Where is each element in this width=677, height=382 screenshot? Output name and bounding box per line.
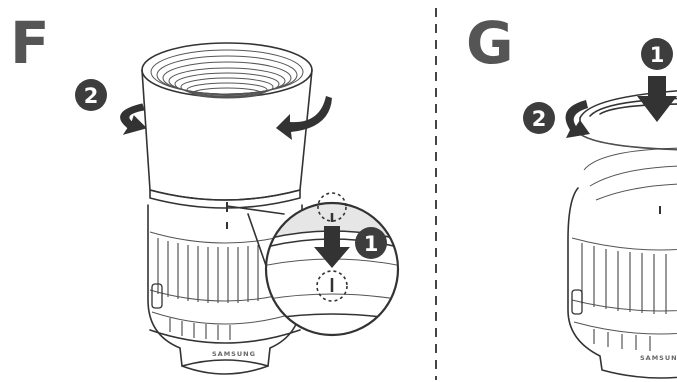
rotate-arrow-left (120, 103, 147, 135)
rotate-arrow-right (276, 96, 332, 140)
focus-ring-grip (157, 238, 259, 303)
svg-text:1: 1 (650, 43, 665, 67)
af-switch (151, 283, 163, 309)
svg-text:1: 1 (364, 232, 379, 256)
panel-f: F (10, 9, 400, 375)
svg-text:2: 2 (532, 107, 547, 131)
panel-letter-f: F (10, 9, 50, 77)
alignment-zoom-callout: 1 (264, 192, 400, 337)
rotate-arrow-g (565, 100, 590, 138)
svg-text:2: 2 (84, 84, 99, 108)
panel-letter-g: G (466, 9, 514, 77)
lens-brand-g: SAMSUNG (640, 354, 677, 362)
down-arrow (314, 226, 350, 268)
lens-body-g: SAMSUNG (567, 147, 677, 379)
step-badge-f-1: 1 (355, 227, 387, 259)
step-badge-f-2: 2 (75, 79, 107, 111)
lens-brand-f: SAMSUNG (212, 350, 256, 358)
lens-hood-f (141, 42, 313, 212)
lens-cap-g (579, 90, 677, 151)
down-arrow-g (637, 76, 677, 122)
af-switch-g (571, 289, 583, 315)
panel-g: G SAMSUNG (466, 9, 677, 379)
step-badge-g-1: 1 (641, 38, 673, 70)
step-badge-g-2: 2 (523, 102, 555, 134)
